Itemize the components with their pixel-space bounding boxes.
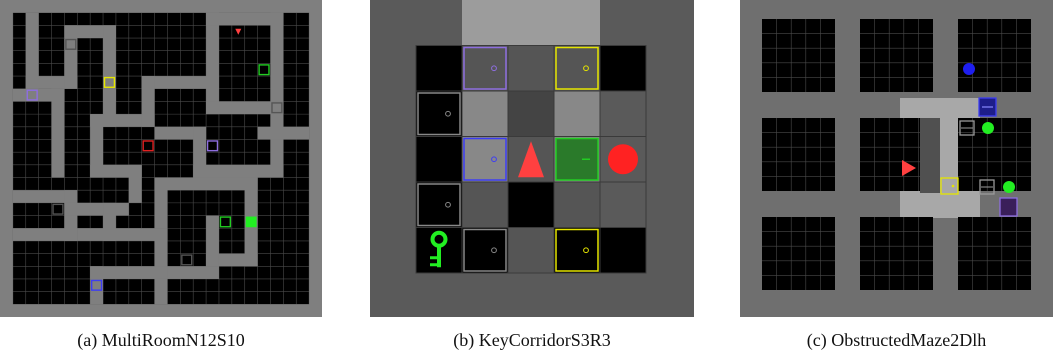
grid-cell xyxy=(508,46,554,92)
grid-cell xyxy=(416,137,462,183)
room xyxy=(860,19,933,92)
grid-cell xyxy=(554,182,600,228)
wall-segment xyxy=(0,0,13,317)
grid-cell xyxy=(462,137,508,183)
wall-segment xyxy=(77,228,167,241)
grid-cell xyxy=(600,182,646,228)
room xyxy=(958,217,1031,290)
wall-segment xyxy=(142,76,155,127)
door-icon xyxy=(1000,198,1017,216)
grid-cell xyxy=(508,228,554,274)
ball-icon xyxy=(1003,181,1015,193)
goal-square-icon xyxy=(246,217,257,228)
panel-keycorridor xyxy=(370,0,694,317)
wall-segment xyxy=(155,178,168,229)
wall-segment xyxy=(64,203,128,216)
ball-icon xyxy=(963,63,975,75)
grid-cell xyxy=(462,228,508,274)
grid-cell xyxy=(462,182,508,228)
multiroom-grid xyxy=(0,0,322,317)
caption-obstructedmaze: (c) ObstructedMaze2Dlh xyxy=(740,330,1053,351)
grid-cell xyxy=(416,46,462,92)
grid-cell xyxy=(554,46,600,92)
grid-cell xyxy=(554,91,600,137)
door-icon xyxy=(556,139,598,181)
grid-cell xyxy=(462,46,508,92)
caption-keycorridor: (b) KeyCorridorS3R3 xyxy=(370,330,694,351)
wall-segment xyxy=(167,266,219,279)
room xyxy=(762,118,835,191)
wall-segment xyxy=(129,165,142,203)
grid-cell xyxy=(462,91,508,137)
wall-segment xyxy=(0,0,322,13)
wall-segment xyxy=(155,178,258,191)
grid-cell xyxy=(600,228,646,274)
room xyxy=(762,217,835,290)
ball-icon xyxy=(982,122,994,134)
grid-cell xyxy=(554,228,600,274)
panel-obstructedmaze xyxy=(740,0,1053,317)
wall-segment xyxy=(258,127,310,140)
room xyxy=(762,19,835,92)
visible-cells xyxy=(920,118,940,193)
wall-segment xyxy=(13,228,77,241)
room xyxy=(958,19,1031,92)
caption-multiroom: (a) MultiRoomN12S10 xyxy=(0,330,322,351)
grid-cell xyxy=(600,91,646,137)
wall-segment xyxy=(206,13,219,114)
grid-cell xyxy=(600,46,646,92)
wall-segment xyxy=(193,165,283,178)
wall-segment xyxy=(52,89,65,178)
key-tooth xyxy=(430,263,438,266)
grid-cell xyxy=(416,182,462,228)
obstructedmaze-grid xyxy=(740,0,1053,317)
room xyxy=(860,217,933,290)
grid-cell xyxy=(416,91,462,137)
grid-cell xyxy=(508,91,554,137)
wall-segment xyxy=(0,304,322,317)
door-knob xyxy=(952,185,955,188)
wall-segment xyxy=(206,216,219,267)
keycorridor-grid xyxy=(370,0,694,317)
key-tooth xyxy=(430,256,438,259)
panel-multiroom xyxy=(0,0,322,317)
wall-segment xyxy=(270,13,283,114)
grid-cell xyxy=(508,182,554,228)
ball-icon xyxy=(608,144,638,174)
wall-segment xyxy=(309,0,322,317)
wall-segment xyxy=(13,89,65,102)
